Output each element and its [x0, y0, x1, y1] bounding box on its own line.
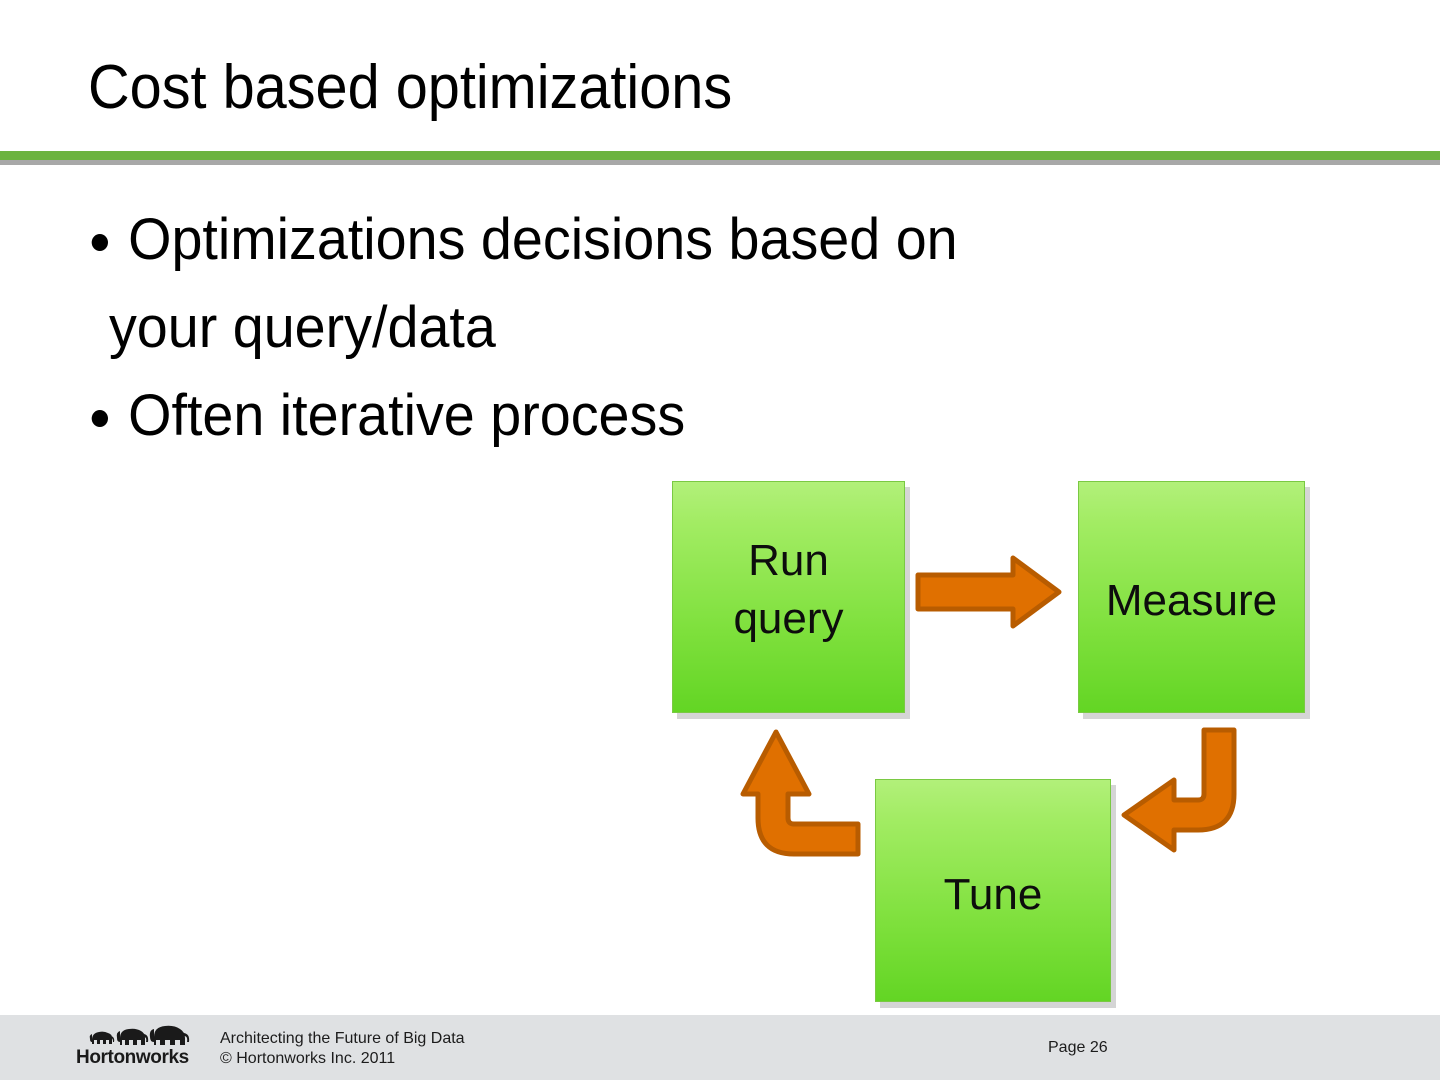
diagram-arrow-run-query-to-measure[interactable]	[915, 552, 1063, 632]
hortonworks-logo: Hortonworks	[76, 1022, 198, 1072]
page-number: Page 26	[1048, 1039, 1108, 1056]
elephants-icon	[89, 1025, 190, 1045]
footer-copyright: © Hortonworks Inc. 2011	[220, 1050, 396, 1067]
diagram-node-measure[interactable]: Measure	[1078, 481, 1305, 713]
diagram-node-label: Run query	[733, 532, 843, 648]
diagram-node-label: Tune	[943, 869, 1043, 919]
page-title: Cost based optimizations	[88, 53, 733, 122]
bullet-list: Optimizations decisions based on your qu…	[84, 196, 1284, 460]
list-item: Optimizations decisions based on your qu…	[84, 196, 1236, 372]
bullet-dot-icon	[91, 410, 108, 427]
bullet-text-line2: your query/data	[108, 295, 496, 360]
diagram-node-run-query[interactable]: Run query	[672, 481, 905, 713]
footer-tagline: Architecting the Future of Big Data	[220, 1030, 465, 1047]
diagram-node-label-line1: Run	[748, 536, 829, 585]
bullet-text-line1: Optimizations decisions based on	[128, 207, 958, 272]
hortonworks-wordmark: Hortonworks	[76, 1047, 189, 1068]
bullet-text-line1: Often iterative process	[128, 383, 686, 448]
list-item: Often iterative process	[84, 372, 1236, 460]
title-divider-line	[0, 151, 1440, 160]
diagram-node-label: Measure	[1105, 576, 1278, 625]
diagram-arrow-measure-to-tune[interactable]	[1118, 726, 1240, 858]
bullet-dot-icon	[91, 234, 108, 251]
diagram-arrow-tune-to-run-query[interactable]	[740, 726, 864, 858]
slide-footer	[0, 1015, 1440, 1080]
diagram-node-label-line2: query	[733, 594, 844, 643]
title-divider-shadow	[0, 160, 1440, 165]
diagram-node-tune[interactable]: Tune	[875, 779, 1111, 1002]
